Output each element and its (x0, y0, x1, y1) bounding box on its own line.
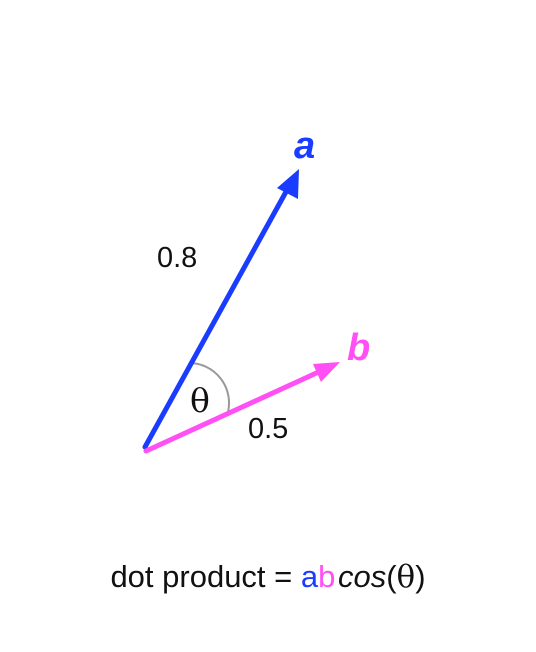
formula-theta: θ (396, 559, 416, 595)
vector-b-line (143, 367, 326, 454)
formula-b-symbol: b (318, 559, 336, 594)
vector-b-label: b (347, 327, 370, 369)
formula-close-paren: ) (415, 559, 426, 594)
vector-a-label: a (294, 125, 315, 167)
vector-b-magnitude: 0.5 (248, 413, 288, 445)
angle-theta-label: θ (190, 381, 210, 420)
angle-arc (189, 362, 231, 413)
dot-product-formula: dot product = ab cos(θ) (0, 555, 536, 599)
formula-prefix: dot product = (110, 559, 301, 594)
formula-open-paren: ( (386, 559, 397, 594)
vector-a-arrowhead (277, 169, 299, 199)
formula-a-symbol: a (300, 559, 319, 594)
formula-cos: cos (337, 559, 387, 594)
vector-b-arrowhead (313, 362, 340, 382)
vector-a-line (142, 187, 290, 450)
vector-a-magnitude: 0.8 (157, 242, 197, 274)
